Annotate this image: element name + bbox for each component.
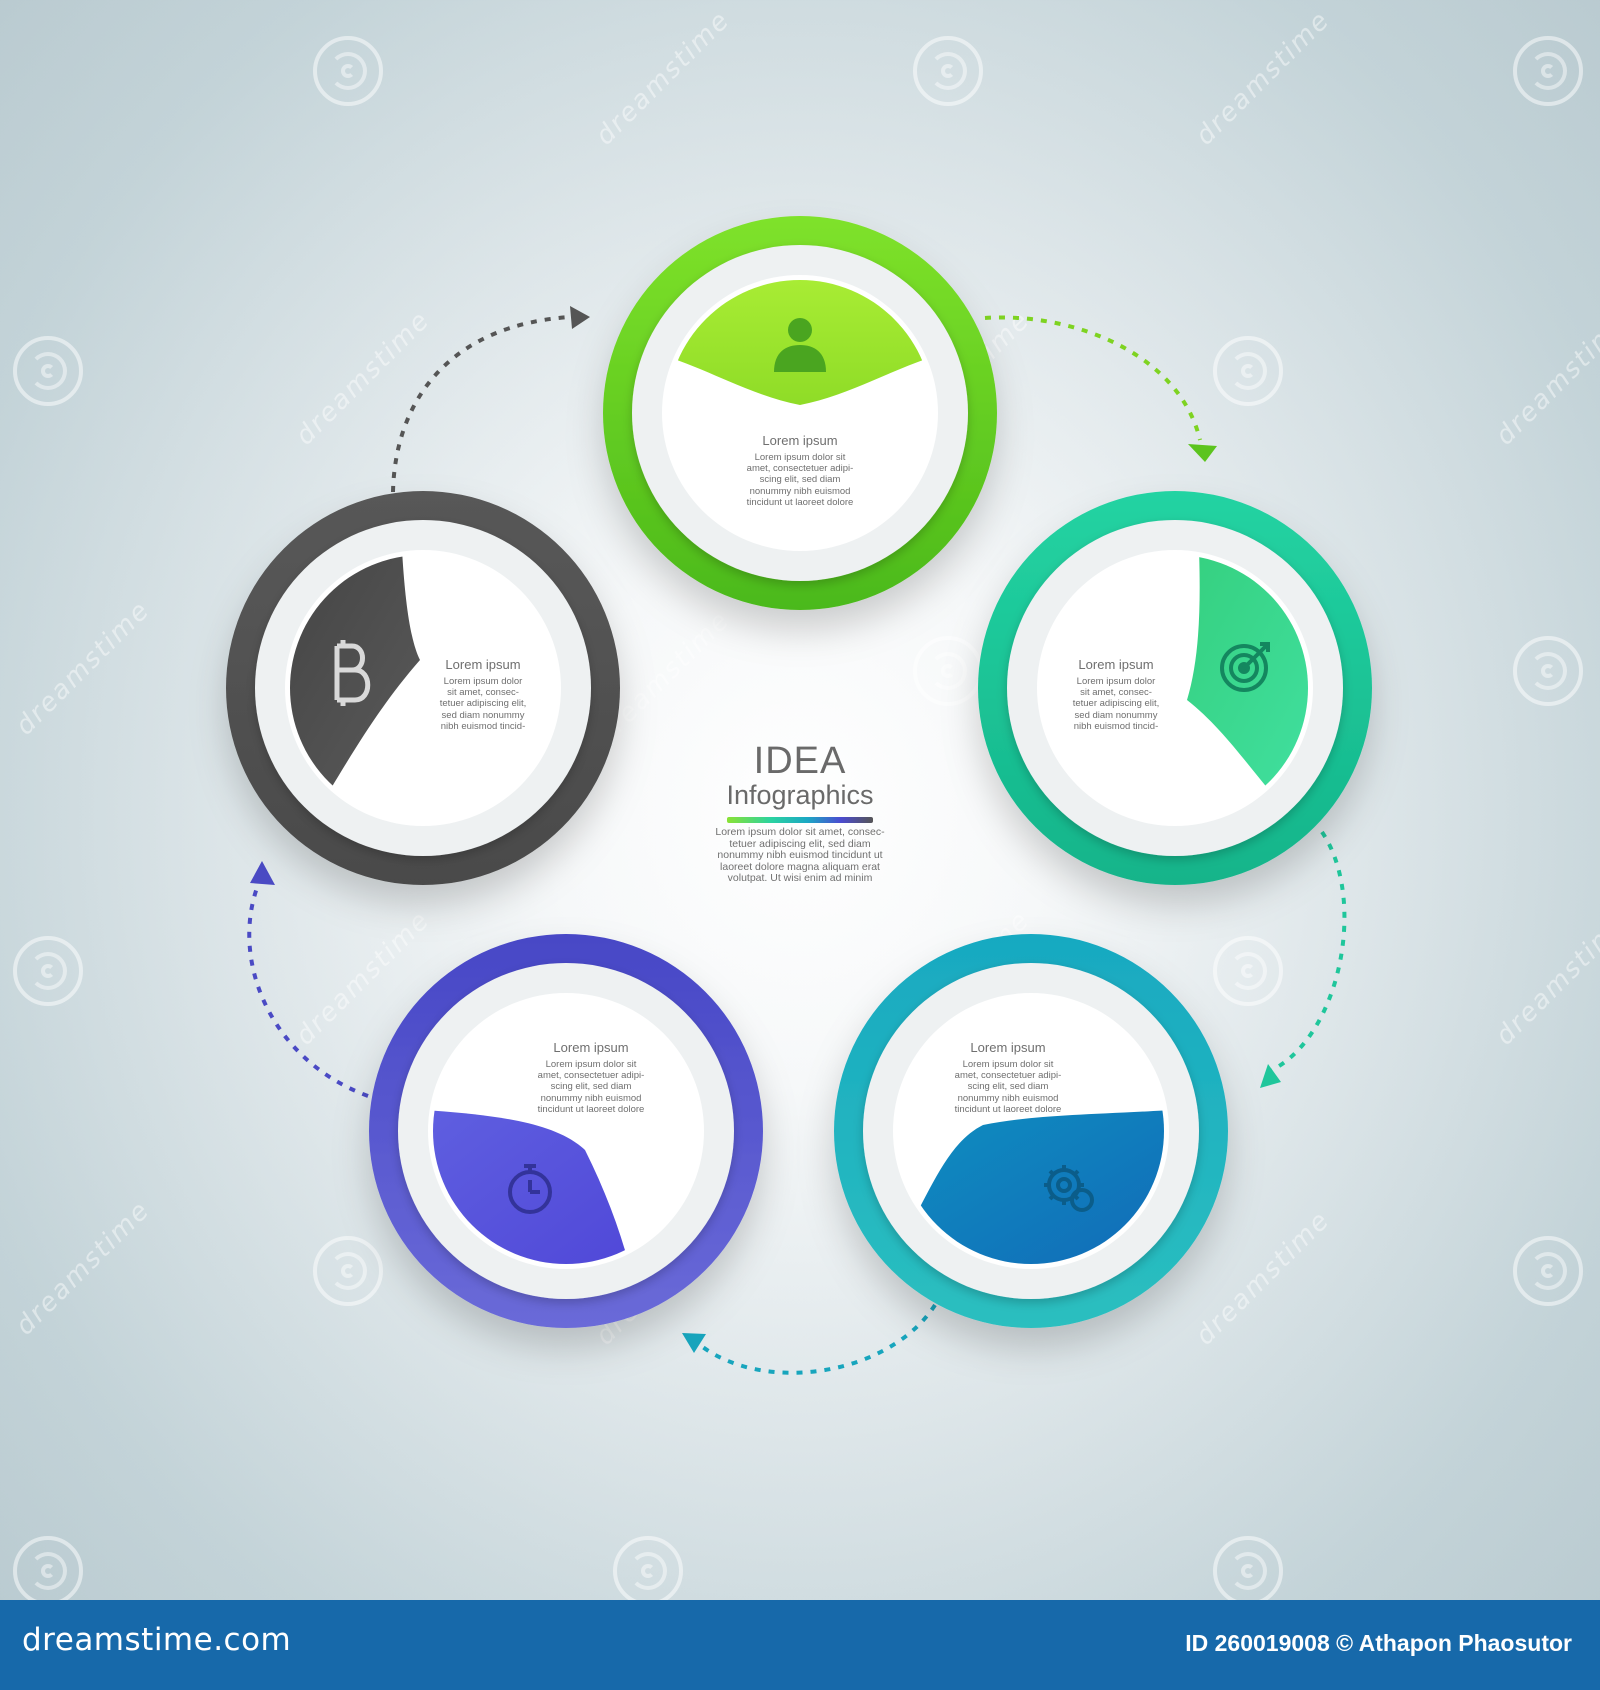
step-3-body-line: tincidunt ut laoreet dolore	[954, 1103, 1062, 1115]
step-2-body-line: sed diam nonummy	[1074, 709, 1158, 721]
center-body: Lorem ipsum dolor sit amet, consec- tetu…	[700, 826, 900, 885]
step-1-body-line: tincidunt ut laoreet dolore	[746, 496, 854, 508]
step-4-body-line: nonummy nibh euismod	[540, 1092, 642, 1104]
watermark-logo-icon	[1513, 1236, 1583, 1306]
arrow-bottom	[682, 1303, 937, 1375]
footer-logo: dreamstime.com	[22, 1622, 292, 1658]
watermark-logo-icon	[913, 36, 983, 106]
step-4-body-line: amet, consectetuer adipi-	[537, 1070, 645, 1082]
center-body-line: nonummy nibh euismod tincidunt ut	[717, 849, 883, 861]
center-subtitle: Infographics	[726, 780, 874, 810]
step-4-circle	[369, 934, 763, 1328]
step-5-body-line: tetuer adipiscing elit,	[439, 698, 527, 710]
watermark-logo-icon	[313, 1236, 383, 1306]
arrow-top-left	[391, 306, 590, 493]
step-5-body: Lorem ipsum dolor sit amet, consec- tetu…	[393, 676, 573, 732]
center-body-line: volutpat. Ut wisi enim ad minim	[727, 872, 873, 884]
arrow-top-right	[984, 315, 1217, 462]
watermark-logo-icon	[1513, 36, 1583, 106]
step-1-body: Lorem ipsum dolor sit amet, consectetuer…	[710, 452, 890, 508]
step-5-body-line: Lorem ipsum dolor	[443, 676, 523, 687]
step-2-body: Lorem ipsum dolor sit amet, consec- tetu…	[1026, 676, 1206, 732]
step-5-title: Lorem ipsum	[445, 657, 521, 672]
step-1-body-line: nonummy nibh euismod	[749, 485, 851, 497]
step-3-circle	[834, 934, 1228, 1328]
step-2-circle	[978, 491, 1372, 885]
step-2-body-line: sit amet, consec-	[1080, 687, 1152, 699]
watermark-logo-icon	[13, 336, 83, 406]
step-3-body-line: scing elit, sed diam	[967, 1081, 1049, 1093]
center-body-line: laoreet dolore magna aliquam erat	[720, 860, 880, 873]
gears-icon	[1044, 1165, 1094, 1212]
step-5-body-line: sit amet, consec-	[447, 687, 519, 699]
user-icon	[774, 318, 826, 372]
step-1-body-line: amet, consectetuer adipi-	[746, 463, 854, 475]
watermark-logo-icon	[13, 936, 83, 1006]
watermark-logo-icon	[1213, 936, 1283, 1006]
step-3-body: Lorem ipsum dolor sit amet, consectetuer…	[918, 1059, 1098, 1115]
step-2-body-line: nibh euismod tincid-	[1073, 720, 1159, 732]
footer-credit: ID 260019008 © Athapon Phaosutor	[1185, 1630, 1572, 1656]
watermark-logo-icon	[1213, 336, 1283, 406]
center-body-line: Lorem ipsum dolor sit amet, consec-	[715, 826, 885, 838]
step-4-title: Lorem ipsum	[553, 1040, 629, 1055]
target-icon	[1220, 642, 1270, 692]
step-5-circle	[226, 491, 620, 885]
step-2-body-line: tetuer adipiscing elit,	[1072, 698, 1160, 710]
arrow-left-up	[247, 861, 369, 1098]
step-2-title: Lorem ipsum	[1078, 657, 1154, 672]
step-3-body-line: Lorem ipsum dolor sit	[962, 1059, 1054, 1070]
step-5-body-line: sed diam nonummy	[441, 709, 525, 721]
step-4-body-line: scing elit, sed diam	[550, 1081, 632, 1093]
center-body-line: tetuer adipiscing elit, sed diam	[729, 837, 871, 850]
center-color-bar	[727, 817, 873, 823]
step-4-body: Lorem ipsum dolor sit amet, consectetuer…	[501, 1059, 681, 1115]
step-3-body-line: amet, consectetuer adipi-	[954, 1070, 1062, 1082]
step-4-body-line: tincidunt ut laoreet dolore	[537, 1103, 645, 1115]
bitcoin-icon	[334, 640, 371, 706]
step-3-title: Lorem ipsum	[970, 1040, 1046, 1055]
watermark-logo-icon	[313, 36, 383, 106]
step-1-title: Lorem ipsum	[762, 433, 838, 448]
cycle-diagram	[226, 216, 1372, 1375]
footer-bar: dreamstime.com ID 260019008 © Athapon Ph…	[0, 1600, 1600, 1690]
center-title: IDEA	[753, 740, 847, 782]
step-1-circle	[603, 216, 997, 610]
step-2-body-line: Lorem ipsum dolor	[1076, 676, 1156, 687]
stopwatch-icon	[508, 1164, 552, 1214]
step-5-body-line: nibh euismod tincid-	[440, 720, 526, 732]
infographic-canvas: dreamstime dreamstime dreamstime dreamst…	[13, 36, 1583, 1606]
step-4-body-line: Lorem ipsum dolor sit	[545, 1059, 637, 1070]
step-1-body-line: scing elit, sed diam	[759, 474, 841, 486]
step-1-body-line: Lorem ipsum dolor sit	[754, 452, 846, 463]
arrow-right-down	[1260, 830, 1347, 1088]
watermark-logo-icon	[1513, 636, 1583, 706]
step-3-body-line: nonummy nibh euismod	[957, 1092, 1059, 1104]
